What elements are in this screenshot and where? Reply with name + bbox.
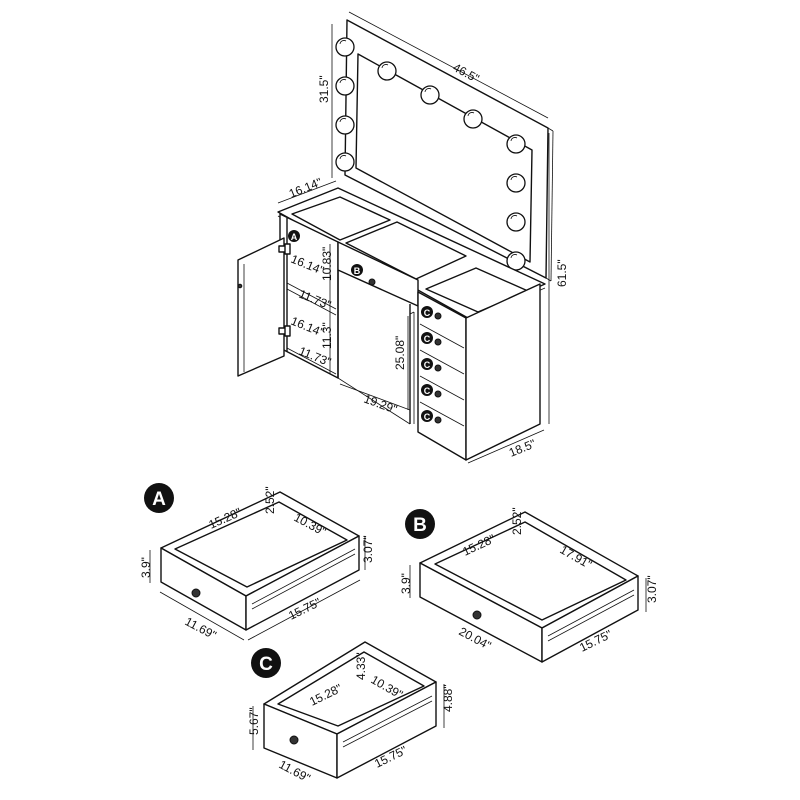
drawer-c-inner-height: 4.33": [354, 652, 368, 680]
mirror: [335, 19, 554, 282]
dim-knee-height: 25.08": [393, 336, 407, 370]
drawer-c-badge: C: [251, 648, 281, 678]
label-badge-c: C: [421, 332, 433, 344]
drawer-c-detail: C 15.28" 10.39" 4.33" 5.67" 4.88" 11.69"…: [247, 641, 455, 785]
drawer-knob-icon: [434, 416, 442, 424]
label-badge-b: B: [351, 264, 363, 276]
drawer-knob-icon: [434, 390, 442, 398]
label-badge-c: C: [421, 358, 433, 370]
bulb-top-1-icon: [377, 61, 397, 81]
drawer-a-inner-width: 10.39": [292, 510, 329, 538]
bulb-left-2-icon: [335, 76, 355, 96]
drawer-c-side-height: 4.88": [441, 684, 455, 712]
label-badge-c: C: [421, 384, 433, 396]
drawer-b-inner-depth: 15.28": [460, 532, 497, 559]
bulb-right-3-icon: [506, 251, 526, 271]
bulb-left-4-icon: [335, 152, 355, 172]
left-cabinet: [237, 213, 339, 379]
drawer-knob-icon: [434, 312, 442, 320]
svg-text:C: C: [424, 308, 431, 318]
drawer-c-outer-height: 5.67": [247, 707, 261, 735]
center-section: [337, 241, 419, 425]
svg-text:C: C: [424, 386, 431, 396]
drawer-a-inner-height: 2.52": [263, 486, 277, 514]
svg-text:A: A: [291, 232, 298, 242]
svg-text:B: B: [354, 266, 361, 276]
label-badge-c: C: [421, 306, 433, 318]
svg-text:C: C: [424, 334, 431, 344]
svg-text:B: B: [413, 515, 427, 536]
drawer-b-badge: B: [405, 509, 435, 539]
hinge-upper-icon: [278, 243, 291, 255]
cabinet-door: [237, 237, 285, 377]
dim-shelf-height-upper: 10.83": [320, 247, 334, 281]
drawer-a-detail: A 15.28" 10.39" 2.52" 3.9" 3.07" 11.69" …: [139, 483, 375, 642]
bulb-top-4-icon: [506, 134, 526, 154]
drawer-a-outer-height: 3.9": [139, 557, 153, 578]
hinge-lower-icon: [278, 325, 291, 337]
vanity-assembly: A B C C C C C 46.5" 31.5" 16.14" 61.5" 1…: [237, 11, 569, 464]
drawer-knob-icon: [434, 364, 442, 372]
bulb-right-1-icon: [506, 173, 526, 193]
dim-base-depth: 18.5": [507, 436, 538, 459]
drawer-a-front-width: 11.69": [183, 614, 219, 642]
svg-text:C: C: [424, 360, 431, 370]
drawer-c-inner-width: 10.39": [369, 672, 406, 701]
drawer-a-badge: A: [144, 483, 174, 513]
svg-text:A: A: [152, 489, 166, 510]
dim-overall-height: 61.5": [555, 259, 569, 287]
drawer-b-inner-height: 2.52": [510, 507, 524, 535]
drawer-c-inner-depth: 15.28": [307, 681, 344, 709]
drawer-b-detail: B 15.28" 17.91" 2.52" 3.9" 3.07" 20.04" …: [399, 507, 659, 663]
drawer-b-knob-icon: [472, 610, 482, 620]
drawer-b-inner-width: 17.91": [558, 542, 595, 571]
bulb-right-2-icon: [506, 212, 526, 232]
drawer-a-inner-depth: 15.28": [207, 505, 244, 532]
dim-mirror-height: 31.5": [317, 75, 331, 103]
label-badge-c: C: [421, 410, 433, 422]
dim-shelf-height-lower: 11.3": [320, 322, 334, 349]
dim-knee-width: 19.29": [362, 392, 399, 417]
bulb-top-3-icon: [463, 109, 483, 129]
drawer-b-outer-height: 3.9": [399, 573, 413, 594]
drawer-a-knob-icon: [191, 588, 201, 598]
drawer-a-side-height: 3.07": [361, 535, 375, 563]
bulb-top-2-icon: [420, 85, 440, 105]
drawer-c-knob-icon: [289, 735, 299, 745]
label-badge-a: A: [288, 230, 300, 242]
drawer-knob-icon: [434, 338, 442, 346]
svg-text:C: C: [259, 654, 273, 675]
svg-text:C: C: [424, 412, 431, 422]
bulb-left-3-icon: [335, 115, 355, 135]
drawer-b-side-height: 3.07": [645, 575, 659, 603]
bulb-left-1-icon: [335, 37, 355, 57]
